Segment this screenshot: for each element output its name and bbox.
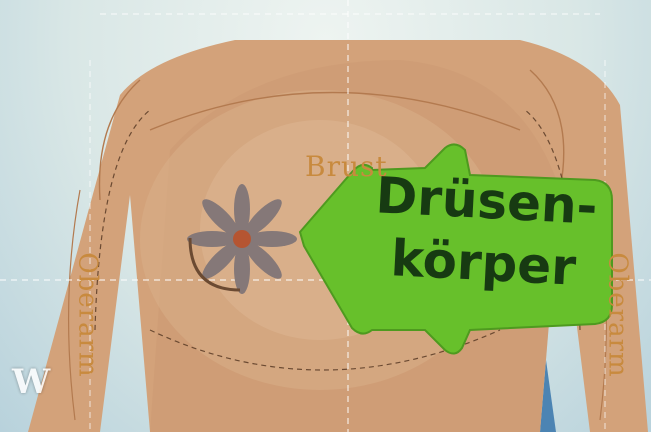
broadcaster-logo: W [12,362,50,402]
callout-text: Drüsen- körper [352,163,618,300]
upper-arm-label-left: Oberarm [73,252,103,377]
